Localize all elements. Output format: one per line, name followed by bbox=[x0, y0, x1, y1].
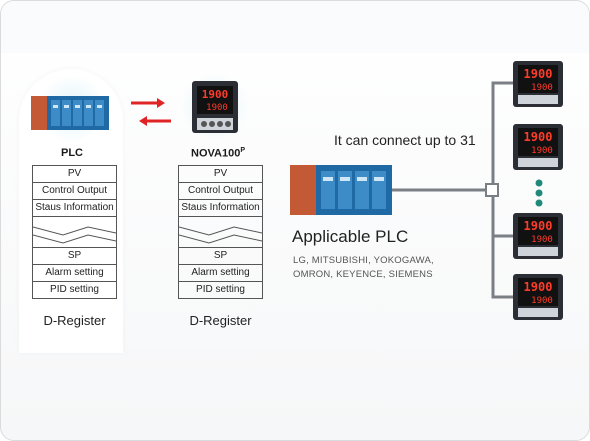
register-row-sp: SP bbox=[179, 248, 262, 265]
register-row-control-output: Control Output bbox=[179, 183, 262, 200]
svg-text:1900: 1900 bbox=[524, 130, 553, 144]
plc-device-icon bbox=[31, 96, 109, 130]
register-row-control-output: Control Output bbox=[33, 183, 116, 200]
plc-register-table: PV Control Output Staus Information SP A… bbox=[32, 165, 117, 299]
applicable-title: Applicable PLC bbox=[292, 227, 409, 246]
svg-text:1900: 1900 bbox=[531, 235, 553, 245]
register-break bbox=[33, 217, 116, 248]
plc-title: PLC bbox=[61, 147, 83, 159]
register-row-pid: PID setting bbox=[50, 284, 99, 295]
applicable-plc-icon bbox=[290, 165, 392, 215]
nova-register-caption: D-Register bbox=[189, 313, 252, 328]
header-band bbox=[1, 1, 589, 53]
nova-controller-icon: 1900 1900 bbox=[192, 81, 238, 133]
controller-4: 1900 1900 bbox=[513, 274, 563, 320]
register-row-alarm: Alarm setting bbox=[179, 265, 262, 282]
transfer-arrows bbox=[131, 98, 171, 126]
controller-3: 1900 1900 bbox=[513, 213, 563, 259]
svg-text:1900: 1900 bbox=[531, 296, 553, 306]
more-dots bbox=[535, 179, 543, 207]
connection-note: It can connect up to 31 bbox=[334, 132, 476, 148]
register-row-sp: SP bbox=[33, 248, 116, 265]
svg-text:1900: 1900 bbox=[524, 219, 553, 233]
register-row-status: Staus Information bbox=[179, 200, 262, 217]
plc-register-caption: D-Register bbox=[43, 313, 106, 328]
brands-line-2: OMRON, KEYENCE, SIEMENS bbox=[293, 269, 433, 280]
brands-line-1: LG, MITSUBISHI, YOKOGAWA, bbox=[293, 255, 434, 266]
network-lines bbox=[392, 81, 513, 299]
register-row-status: Staus Information bbox=[33, 200, 116, 217]
svg-text:1900: 1900 bbox=[202, 88, 229, 101]
svg-text:1900: 1900 bbox=[531, 83, 553, 93]
register-break bbox=[179, 217, 262, 248]
nova-register-table: PV Control Output Staus Information SP A… bbox=[178, 165, 263, 299]
register-row-pv: PV bbox=[179, 166, 262, 183]
register-row-pid: PID setting bbox=[196, 284, 245, 295]
svg-text:1900: 1900 bbox=[531, 146, 553, 156]
nova-title: NOVA100P bbox=[191, 147, 245, 160]
register-row-pv: PV bbox=[33, 166, 116, 183]
controller-1: 1900 1900 bbox=[513, 61, 563, 107]
register-row-alarm: Alarm setting bbox=[33, 265, 116, 282]
svg-text:1900: 1900 bbox=[206, 103, 228, 113]
junction-node bbox=[485, 183, 499, 197]
svg-text:1900: 1900 bbox=[524, 67, 553, 81]
svg-text:1900: 1900 bbox=[524, 280, 553, 294]
controller-2: 1900 1900 bbox=[513, 124, 563, 170]
